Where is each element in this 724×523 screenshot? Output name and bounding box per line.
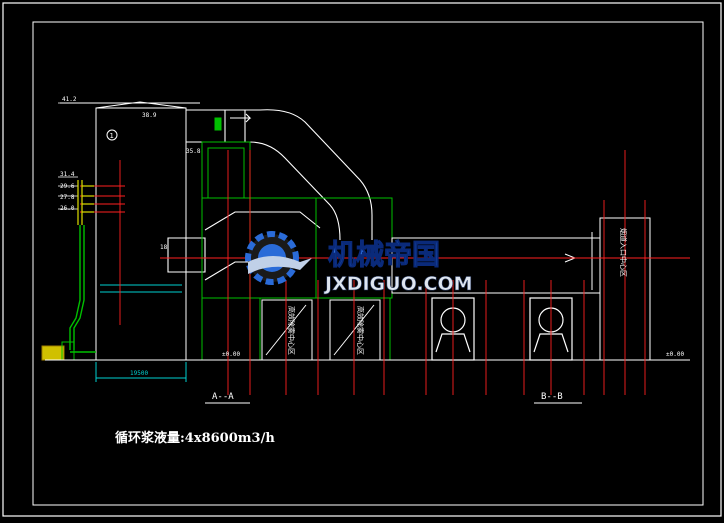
spray-level-lines — [80, 185, 125, 213]
watermark-title: 机械帝国 — [328, 238, 440, 271]
spray-manifold — [77, 180, 94, 225]
section-b: B--B — [534, 392, 582, 404]
section-a: A--A — [205, 392, 250, 404]
section-b-label: B--B — [541, 392, 563, 402]
wing-icon — [248, 256, 312, 274]
outer-frame — [2, 2, 722, 517]
elev-26-0: 26.0 — [60, 205, 75, 212]
elev-35-8: 35.8 — [186, 148, 201, 155]
section-a-label: A--A — [212, 392, 234, 402]
dimension-19500: 19500 — [130, 370, 148, 377]
vertical-notes: 高效除雾中心区 高效除雾中心区 烟道入口中心区 — [287, 228, 628, 355]
watermark-subtitle: JXDIGUO.COM — [323, 273, 473, 295]
elevation-labels: 41.2 38.9 35.8 31.4 29.6 27.8 26.0 ±0.00… — [60, 96, 684, 358]
elev-31-4: 31.4 — [60, 171, 75, 178]
dimension-tower-width: 19500 — [95, 362, 187, 382]
elevation-leaders — [58, 102, 78, 210]
tower-number-circle — [106, 129, 118, 141]
elev-ground-a: ±0.00 — [222, 351, 240, 358]
flue-duct — [167, 109, 373, 281]
elev-ground-b: ±0.00 — [666, 351, 684, 358]
elev-41-2: 41.2 — [62, 96, 77, 103]
vnote-2: 高效除雾中心区 — [356, 306, 365, 355]
elev-38-9: 38.9 — [142, 112, 157, 119]
circulation-pump — [41, 345, 65, 361]
label-18: 18 — [160, 244, 168, 251]
recirculation-pipe — [69, 225, 96, 353]
inner-frame — [32, 21, 704, 506]
elev-27-8: 27.8 — [60, 194, 75, 201]
vnote-3: 烟道入口中心区 — [619, 228, 628, 277]
elev-29-6: 29.6 — [60, 183, 75, 190]
slurry-flow-note: 循环浆液量:4x8600m3/h — [115, 430, 275, 446]
watermark-logo: 机械帝国 JXDIGUO.COM — [245, 231, 473, 295]
tower-number: 1 — [110, 132, 114, 140]
absorber-tower — [60, 101, 200, 361]
vnote-1: 高效除雾中心区 — [287, 306, 296, 355]
